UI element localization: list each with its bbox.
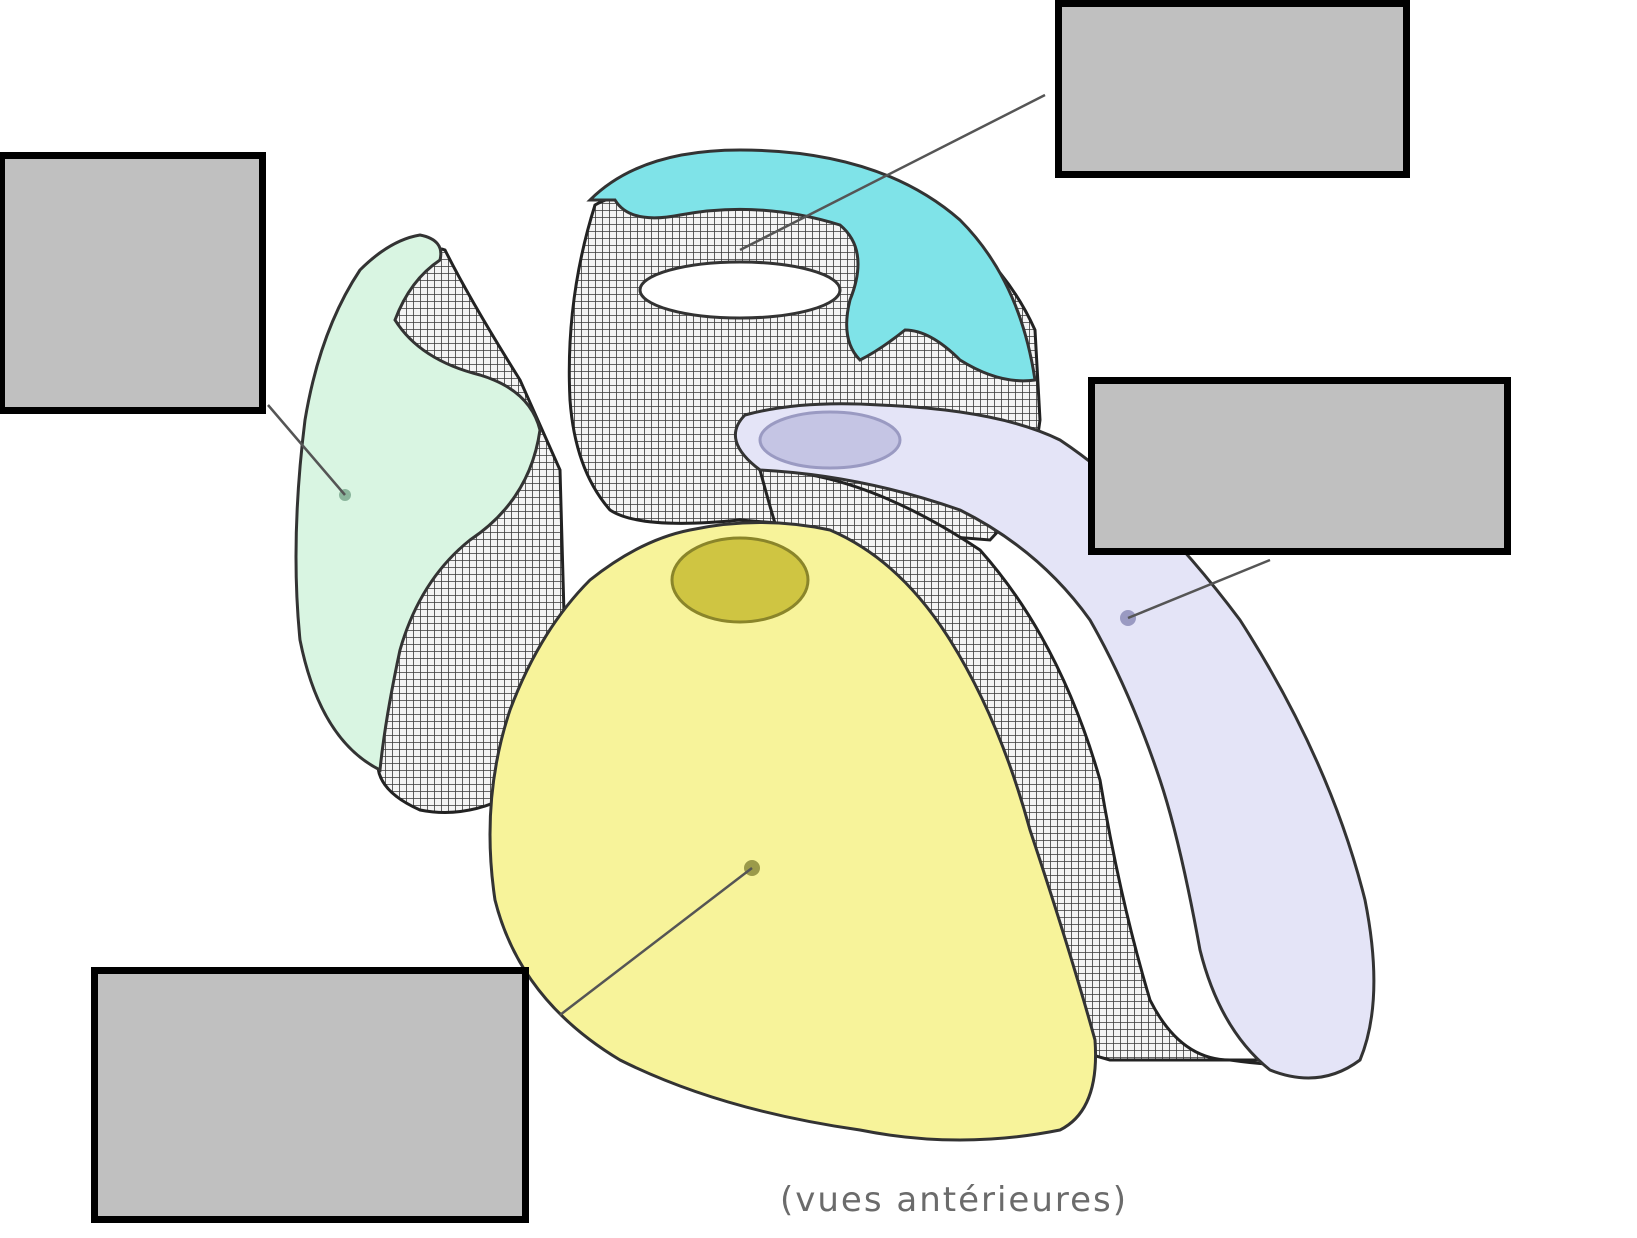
leader-line-top-right: [739, 93, 1046, 252]
leader-lines: [267, 93, 1271, 1016]
label-box-bottom-left[interactable]: [91, 967, 529, 1223]
leader-line-mid-right: [1127, 558, 1271, 620]
leader-line-bottom-left: [559, 867, 753, 1016]
label-box-mid-right[interactable]: [1088, 377, 1511, 555]
cyan-arch-part: [586, 148, 1037, 383]
label-box-top-left[interactable]: [0, 152, 266, 414]
label-box-top-right[interactable]: [1055, 0, 1410, 178]
diagram-caption: (vues antérieures): [780, 1180, 1129, 1220]
leader-line-top-left: [267, 404, 346, 496]
yellow-front-part: [488, 521, 1098, 1142]
lavender-right-part: [734, 402, 1376, 1080]
